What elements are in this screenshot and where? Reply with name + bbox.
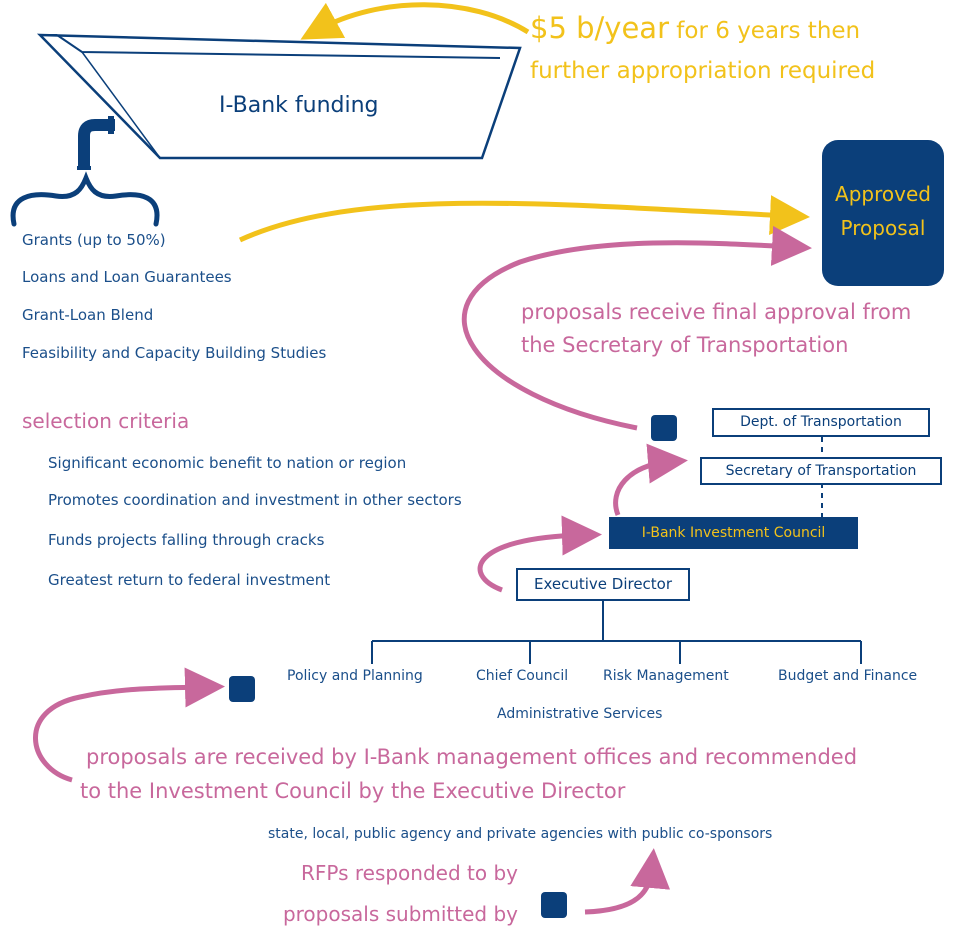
agencies-text: state, local, public agency and private …	[268, 826, 773, 842]
instrument-item-3: Feasibility and Capacity Building Studie…	[22, 344, 327, 362]
submitted-marker	[541, 892, 567, 918]
approved-line2: Proposal	[840, 216, 926, 240]
rfp-line1: RFPs responded to by	[300, 861, 518, 885]
received-line2: to the Investment Council by the Executi…	[80, 779, 626, 803]
approved-proposal-box	[822, 140, 944, 286]
office-admin: Administrative Services	[497, 706, 663, 722]
instruments-to-approved-arrow	[238, 195, 810, 243]
rfp-line2: proposals submitted by	[282, 902, 518, 926]
final-approval-arrow	[461, 225, 812, 431]
director-box: Executive Director	[516, 568, 690, 601]
criteria-item-1: Promotes coordination and investment in …	[48, 491, 462, 509]
tank-label: I-Bank funding	[219, 93, 379, 118]
dot-box: Dept. of Transportation	[712, 408, 930, 437]
instrument-item-1: Loans and Loan Guarantees	[22, 268, 232, 286]
offices-marker	[229, 676, 255, 702]
instruments-brace	[10, 171, 160, 227]
selection-heading: selection criteria	[22, 409, 190, 433]
instrument-item-2: Grant-Loan Blend	[22, 306, 154, 324]
criteria-item-2: Funds projects falling through cracks	[48, 531, 325, 549]
office-1: Chief Council	[476, 668, 569, 684]
funding-amount-line2: further appropriation required	[530, 58, 876, 84]
funding-amount-rest: for 6 years then	[669, 18, 861, 44]
funding-amount-value: $5 b/year	[530, 11, 669, 45]
council-to-secretary-arrow	[613, 443, 688, 516]
instrument-item-0: Grants (up to 50%)	[22, 231, 166, 249]
secretary-marker	[651, 415, 677, 441]
funding-amount: $5 b/year for 6 years then	[530, 11, 860, 45]
received-arrow	[33, 667, 225, 783]
received-line1: proposals are received by I-Bank managem…	[86, 745, 858, 769]
office-2: Risk Management	[603, 668, 729, 684]
office-0: Policy and Planning	[287, 668, 423, 684]
office-3: Budget and Finance	[778, 668, 918, 684]
funding-tank	[36, 33, 522, 160]
criteria-item-3: Greatest return to federal investment	[48, 571, 331, 589]
final-approval-line2: the Secretary of Transportation	[521, 333, 849, 357]
approved-line1: Approved	[835, 182, 931, 206]
council-box: I-Bank Investment Council	[609, 517, 858, 549]
criteria-item-0: Significant economic benefit to nation o…	[48, 454, 407, 472]
org-tree-lines	[371, 601, 862, 664]
amount-arrow	[300, 2, 530, 40]
submitted-to-agencies-arrow	[584, 848, 671, 915]
final-approval-line1: proposals receive final approval from	[521, 300, 912, 324]
director-to-council-arrow	[477, 515, 602, 593]
secretary-box: Secretary of Transportation	[700, 457, 942, 485]
outflow-pipe	[77, 116, 115, 170]
